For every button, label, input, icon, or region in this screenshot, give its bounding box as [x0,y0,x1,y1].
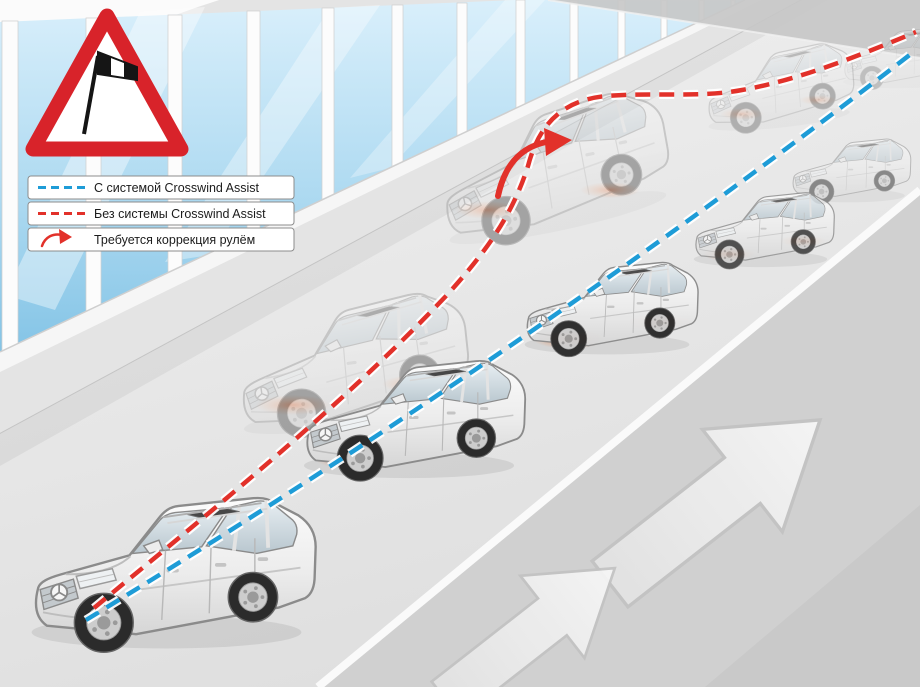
correction-arrow-shaft [495,139,549,199]
trajectory-without-assist [91,27,918,612]
railing-post [246,10,261,236]
steering-correction-arrow [495,128,572,199]
no-assist-trajectory-line [92,29,917,610]
legend-label: Требуется коррекция рулём [94,233,255,247]
legend-row-box [27,175,295,200]
legend-item-with-assist: С системой Crosswind Assist [27,175,295,200]
windsock-pole [82,55,100,135]
crosswind-warning-sign [25,8,189,157]
windsock-icon [82,50,138,135]
legend-row-box [27,201,295,226]
railing-post [456,2,468,137]
curved-arrow-icon-head [59,229,72,244]
vehicle-sequence [29,27,920,655]
legend-label: С системой Crosswind Assist [94,181,260,195]
road-arrow [429,566,617,687]
warning-triangle [25,8,189,157]
windsock-stripe [111,57,124,78]
windsock-stripe [98,52,111,76]
legend-row-box [27,227,295,252]
railing-post [391,4,404,168]
handrail-edge [0,0,746,353]
road-arrow [589,418,823,610]
windsock-outline [97,50,138,82]
railing-post [515,0,526,109]
railing-post [1,20,19,352]
lane-marking [315,186,920,687]
legend-item-without-assist: Без системы Crosswind Assist [27,201,295,226]
upper-deck-edge [547,0,920,59]
railing-post [569,0,579,84]
railing-post [321,7,335,201]
legend: С системой Crosswind Assist Без системы … [27,175,295,252]
legend-label: Без системы Crosswind Assist [94,207,266,221]
road-direction-arrows [429,418,823,687]
road-corner-shade [705,505,920,687]
correction-arrow-head [544,128,572,156]
legend-item-steering-correction: Требуется коррекция рулём [27,227,295,252]
